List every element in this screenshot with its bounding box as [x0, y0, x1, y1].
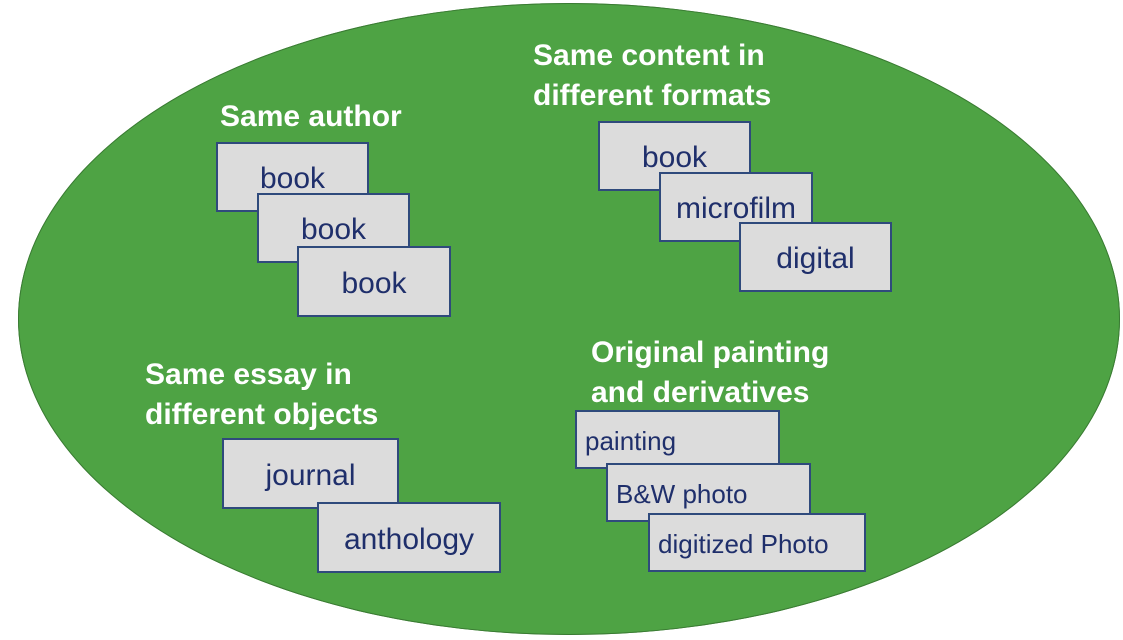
heading-same-content: Same content in different formats [533, 36, 771, 116]
box-book-3: book [297, 246, 451, 317]
heading-line: Same author [220, 100, 402, 133]
heading-original-painting: Original painting and derivatives [591, 333, 829, 413]
box-journal: journal [222, 438, 399, 509]
box-anthology: anthology [317, 502, 501, 573]
heading-line: different formats [533, 79, 772, 112]
heading-line: different objects [145, 398, 379, 431]
heading-line: Original painting [591, 336, 830, 369]
work-ellipse [18, 3, 1120, 635]
heading-line: and derivatives [591, 376, 810, 409]
heading-same-essay: Same essay in different objects [145, 355, 378, 435]
box-painting: painting [575, 410, 780, 469]
heading-same-author: Same author [220, 97, 402, 137]
box-bw-photo: B&W photo [606, 463, 811, 522]
heading-line: Same essay in [145, 358, 352, 391]
box-digitized-photo: digitized Photo [648, 513, 866, 572]
box-microfilm: microfilm [659, 172, 813, 242]
box-digital: digital [739, 222, 892, 292]
heading-line: Same content in [533, 39, 765, 72]
